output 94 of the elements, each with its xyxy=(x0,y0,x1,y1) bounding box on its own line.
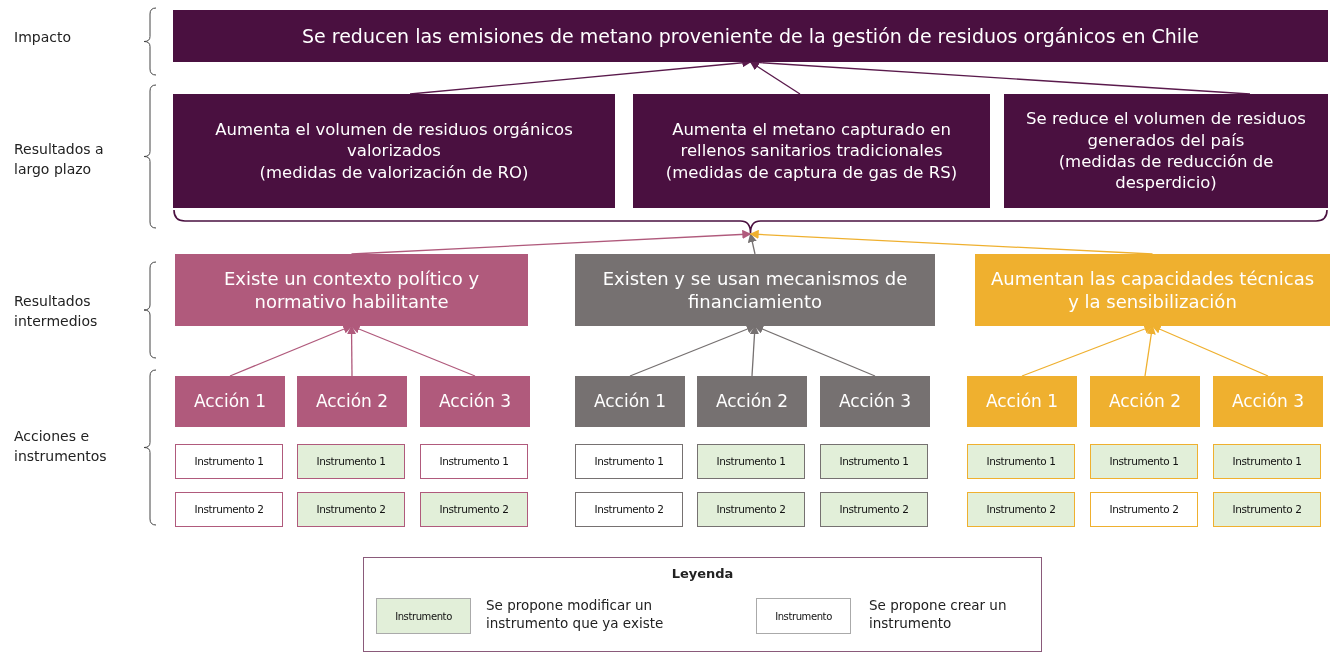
instrument-box xyxy=(420,444,528,479)
box-text: (medidas de captura de gas de RS) xyxy=(665,161,958,184)
level-label: Resultados a largo plazo xyxy=(14,140,105,179)
box-text: Instrumento 1 xyxy=(839,454,909,469)
instrument-box xyxy=(1213,444,1321,479)
box-text: Acción 2 xyxy=(715,390,789,413)
box-text: Instrumento 2 xyxy=(986,502,1056,517)
action-box xyxy=(297,376,407,427)
box-text: Instrumento 1 xyxy=(316,454,386,469)
box-text: Instrumento 2 xyxy=(716,502,786,517)
arrow xyxy=(749,61,801,95)
result-box xyxy=(173,94,615,208)
arrow xyxy=(229,324,353,377)
outcome-box xyxy=(975,254,1330,326)
instrument-box xyxy=(820,492,928,527)
arrow xyxy=(754,324,876,377)
action-box xyxy=(1213,376,1323,427)
outcome-box xyxy=(175,254,528,326)
arrow xyxy=(1144,325,1156,377)
box-text: Acción 2 xyxy=(1108,390,1182,413)
box-text: Acción 2 xyxy=(315,390,389,413)
instrument-box xyxy=(697,492,805,527)
curly-brace xyxy=(173,208,1328,234)
box-text: Instrumento 1 xyxy=(194,454,264,469)
instrument-box xyxy=(575,444,683,479)
arrow xyxy=(347,325,357,377)
box-text: Acción 3 xyxy=(838,390,912,413)
box-text: Instrumento 2 xyxy=(594,502,664,517)
box-text: Instrumento 2 xyxy=(1109,502,1179,517)
box-text: Instrumento 1 xyxy=(1109,454,1179,469)
box-text: Se reducen las emisiones de metano proveniente de la gestión de residuos orgánicos en Chile xyxy=(301,23,1199,49)
instrument-box xyxy=(820,444,928,479)
box-text: Aumenta el volumen de residuos orgánicos valorizados xyxy=(214,118,574,162)
instrument-box xyxy=(297,492,405,527)
arrow xyxy=(749,229,1154,255)
instrument-box xyxy=(575,492,683,527)
box-text: Instrumento 2 xyxy=(439,502,509,517)
action-box xyxy=(820,376,930,427)
instrument-box xyxy=(697,444,805,479)
instrument-box xyxy=(420,492,528,527)
box-text: Acción 1 xyxy=(193,390,267,413)
arrow xyxy=(350,324,476,377)
action-box xyxy=(420,376,530,427)
box-text: Existe un contexto político y normativo habilitante xyxy=(222,266,481,314)
box-text: (medidas de valorización de RO) xyxy=(259,161,529,184)
instrument-box xyxy=(1090,444,1198,479)
outcome-box xyxy=(575,254,935,326)
result-box xyxy=(633,94,990,208)
legend-title: Leyenda xyxy=(670,566,735,581)
arrow xyxy=(1151,325,1269,377)
box-text: (medidas de reducción de desperdicio) xyxy=(1057,151,1275,194)
arrow xyxy=(350,229,752,255)
action-box xyxy=(1090,376,1200,427)
level-label: Resultados intermedios xyxy=(14,292,99,331)
box-text: Acción 3 xyxy=(1231,390,1305,413)
swatch-text: Instrumento xyxy=(775,610,832,622)
action-box xyxy=(175,376,285,427)
instrument-box xyxy=(297,444,405,479)
instrument-box xyxy=(1090,492,1198,527)
arrow xyxy=(629,324,756,377)
action-box xyxy=(575,376,685,427)
level-label: Acciones e instrumentos xyxy=(14,427,108,466)
box-text: Instrumento 2 xyxy=(316,502,386,517)
box-text: Acción 1 xyxy=(985,390,1059,413)
instrument-box xyxy=(1213,492,1321,527)
box-text: Instrumento 2 xyxy=(1232,502,1302,517)
box-text: Aumentan las capacidades técnicas y la sensibilización xyxy=(989,266,1316,314)
box-text: Instrumento 1 xyxy=(716,454,786,469)
arrow xyxy=(1021,324,1154,377)
level-label: Impacto xyxy=(14,28,72,47)
result-box xyxy=(1004,94,1328,208)
swatch-text: Instrumento xyxy=(395,610,452,622)
box-text: Instrumento 1 xyxy=(594,454,664,469)
impact-box xyxy=(173,10,1328,62)
box-text: Instrumento 2 xyxy=(194,502,264,517)
action-box xyxy=(967,376,1077,427)
instrument-box xyxy=(967,492,1075,527)
instrument-box xyxy=(175,444,283,479)
action-box xyxy=(697,376,807,427)
arrow xyxy=(749,325,760,377)
legend-text: Se propone modificar un instrumento que ya existe xyxy=(486,596,665,633)
box-text: Existen y se usan mecanismos de financiamiento xyxy=(601,266,909,314)
instrument-box xyxy=(175,492,283,527)
box-text: Acción 1 xyxy=(593,390,667,413)
box-text: Instrumento 1 xyxy=(1232,454,1302,469)
box-text: Acción 3 xyxy=(438,390,512,413)
legend-text: Se propone crear un instrumento xyxy=(869,596,1008,633)
box-text: Instrumento 2 xyxy=(839,502,909,517)
box-text: Instrumento 1 xyxy=(439,454,509,469)
box-text: Se reduce el volumen de residuos generados del país xyxy=(1025,108,1307,151)
arrow xyxy=(747,233,757,255)
box-text: Instrumento 1 xyxy=(986,454,1056,469)
instrument-box xyxy=(967,444,1075,479)
box-text: Aumenta el metano capturado en rellenos sanitarios tradicionales xyxy=(671,118,952,162)
